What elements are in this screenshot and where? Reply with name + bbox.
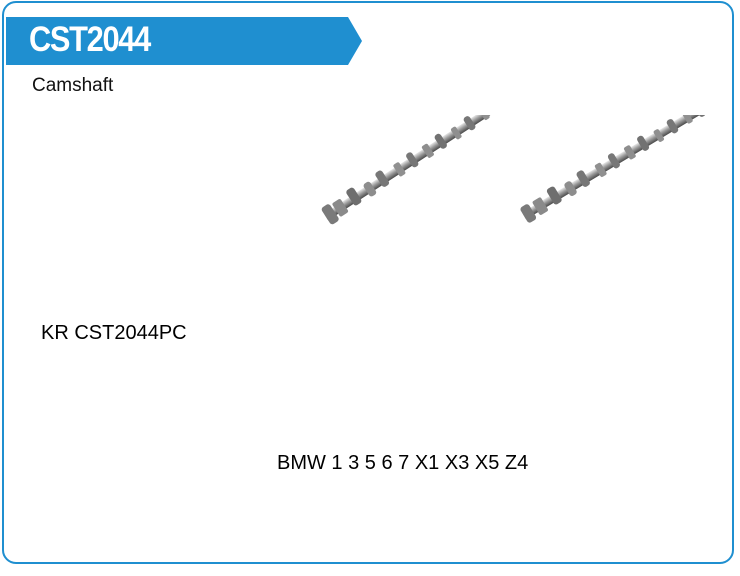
product-type-label: Camshaft <box>32 75 114 96</box>
product-code-title: CST2044 <box>29 20 151 59</box>
title-banner <box>6 17 362 65</box>
camshaft-right <box>520 96 719 223</box>
banner-shape <box>6 17 362 65</box>
camshaft-left <box>321 90 517 225</box>
vehicle-applications: BMW 1 3 5 6 7 X1 X3 X5 Z4 <box>277 452 529 474</box>
reference-number: KR CST2044PC <box>41 322 187 344</box>
camshaft-pair-image <box>310 90 730 235</box>
product-card <box>2 1 734 564</box>
